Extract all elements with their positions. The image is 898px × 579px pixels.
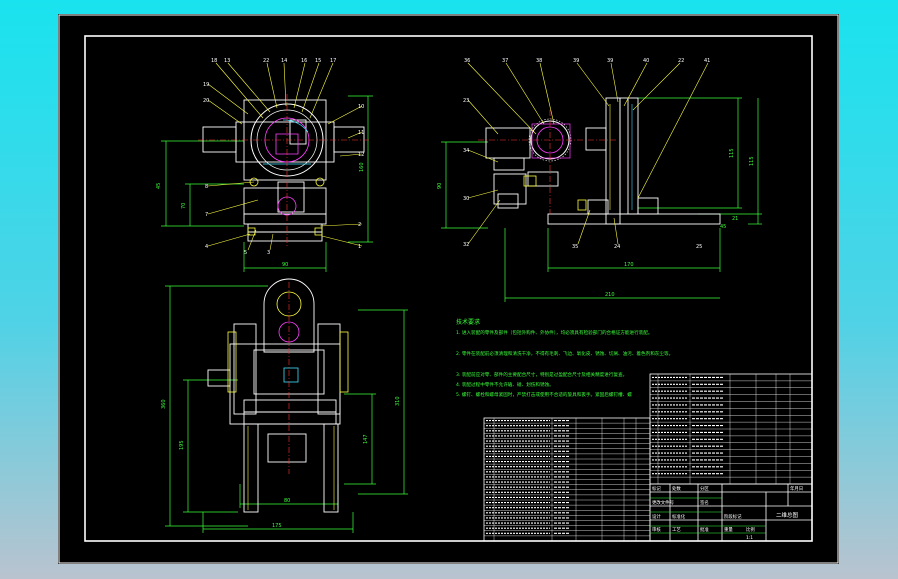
- balloon-label: 15: [315, 58, 321, 64]
- balloon-label: 7: [205, 212, 208, 218]
- dimension-label: 80: [284, 498, 290, 504]
- front-view: 18 13 22 14 16 15 17 19 20 8 7 4 10 11 1…: [156, 58, 373, 272]
- technical-notes: 技术要求 1. 进入装配的零件及部件（包括外购件、外协件），均必须具有检验部门的…: [456, 318, 673, 398]
- title-header-cell: 标记: [652, 485, 661, 492]
- notes-line: 1. 进入装配的零件及部件（包括外购件、外协件），均必须具有检验部门的合格证方能…: [456, 329, 653, 336]
- balloon-label: 3: [267, 250, 270, 256]
- notes-line: 5. 螺钉、螺栓和螺母紧固时，严禁打击或使用不合适的旋具和扳手。紧固后螺钉槽、螺: [456, 391, 632, 398]
- title-sign-cell: 设计: [652, 513, 661, 520]
- balloon-label: 36: [464, 58, 470, 64]
- dimension-label: 210: [605, 292, 615, 298]
- balloon-label: 17: [330, 58, 336, 64]
- balloon-label: 32: [463, 242, 469, 248]
- dimension-label: 45: [720, 224, 726, 230]
- balloon-label: 11: [358, 130, 364, 136]
- balloon-label: 22: [263, 58, 269, 64]
- balloon-label: 4: [205, 244, 208, 250]
- title-sign-cell: 标准化: [672, 513, 686, 520]
- dimension-label: 21: [732, 216, 738, 222]
- balloon-label: 19: [203, 82, 209, 88]
- balloon-label: 39: [607, 58, 613, 64]
- title-header-cell: 分区: [700, 485, 709, 492]
- balloon-label: 13: [224, 58, 230, 64]
- title-header-cell: 签名: [700, 499, 709, 506]
- dimension-label: 70: [181, 203, 187, 209]
- notes-line: 3. 装配前应对零、部件的主要配合尺寸，特别是过盈配合尺寸及相关精度进行复查。: [456, 371, 627, 378]
- balloon-label: 40: [643, 58, 649, 64]
- balloon-label: 12: [358, 152, 364, 158]
- inner-frame: [84, 35, 813, 542]
- dimension-label: 175: [272, 523, 282, 529]
- balloon-label: 1: [358, 244, 361, 250]
- dimension-label: 115: [749, 156, 755, 166]
- balloon-label: 18: [211, 58, 217, 64]
- parts-list: [483, 373, 813, 542]
- outer-border: [58, 14, 839, 564]
- title-block: 标记 处数 分区 更改文件号 签名 年月日 设计 标准化 审核 工艺 批准 阶段…: [649, 483, 813, 542]
- side-view: 36 37 38 39 39 40 41 23 34 30 32 35 24 2…: [437, 58, 762, 302]
- balloon-label: 22: [678, 58, 684, 64]
- dimension-label: 115: [729, 148, 735, 158]
- notes-line: 2. 零件在装配前必须清理和清洗干净，不得有毛刺、飞边、氧化皮、锈蚀、切屑、油污…: [456, 350, 673, 357]
- dimension-label: 170: [624, 262, 634, 268]
- dimension-label: 195: [179, 440, 185, 450]
- title-sign-cell: 审核: [652, 526, 661, 533]
- balloon-label: 2: [358, 222, 361, 228]
- title-header-cell: 处数: [672, 485, 681, 492]
- dimension-label: 160: [359, 162, 365, 172]
- balloon-label: 39: [573, 58, 579, 64]
- balloon-label: 10: [358, 104, 364, 110]
- top-view: 360 310 195 147 80 175: [161, 278, 408, 533]
- title-sign-cell: 批准: [700, 526, 709, 533]
- balloon-label: 14: [281, 58, 287, 64]
- balloon-label: 8: [205, 184, 208, 190]
- cad-drawing-canvas: 18 13 22 14 16 15 17 19 20 8 7 4 10 11 1…: [58, 14, 839, 564]
- title-scale-cell: 1:1: [746, 535, 753, 541]
- title-header-cell: 年月日: [790, 485, 803, 492]
- balloon-label: 37: [502, 58, 508, 64]
- title-scale-cell: 比例: [746, 526, 755, 533]
- title-sign-cell: 工艺: [672, 527, 681, 533]
- balloon-label: 20: [203, 98, 209, 104]
- dimension-label: 147: [363, 434, 369, 444]
- balloon-label: 35: [572, 244, 578, 250]
- balloon-label: 34: [463, 148, 469, 154]
- balloon-label: 23: [463, 98, 469, 104]
- drawing-name: 二维总图: [776, 511, 799, 519]
- balloon-label: 41: [704, 58, 710, 64]
- drawing-sheet: 18 13 22 14 16 15 17 19 20 8 7 4 10 11 1…: [58, 14, 839, 564]
- title-scale-cell: 阶段标记: [724, 513, 742, 520]
- dimension-label: 360: [161, 399, 167, 409]
- dimension-label: 45: [156, 183, 162, 189]
- dimension-label: 310: [395, 396, 401, 406]
- balloon-label: 30: [463, 196, 469, 202]
- dimension-label: 90: [282, 262, 288, 268]
- balloon-label: 5: [244, 250, 247, 256]
- dimension-label: 90: [437, 183, 443, 189]
- notes-line: 4. 装配过程中零件不允许磕、碰、划伤和锈蚀。: [456, 381, 554, 388]
- title-scale-cell: 重量: [724, 526, 733, 533]
- balloon-label: 25: [696, 244, 702, 250]
- balloon-label: 38: [536, 58, 542, 64]
- balloon-label: 24: [614, 244, 620, 250]
- balloon-label: 16: [301, 58, 307, 64]
- notes-title: 技术要求: [456, 318, 480, 326]
- title-header-cell: 更改文件号: [652, 499, 675, 506]
